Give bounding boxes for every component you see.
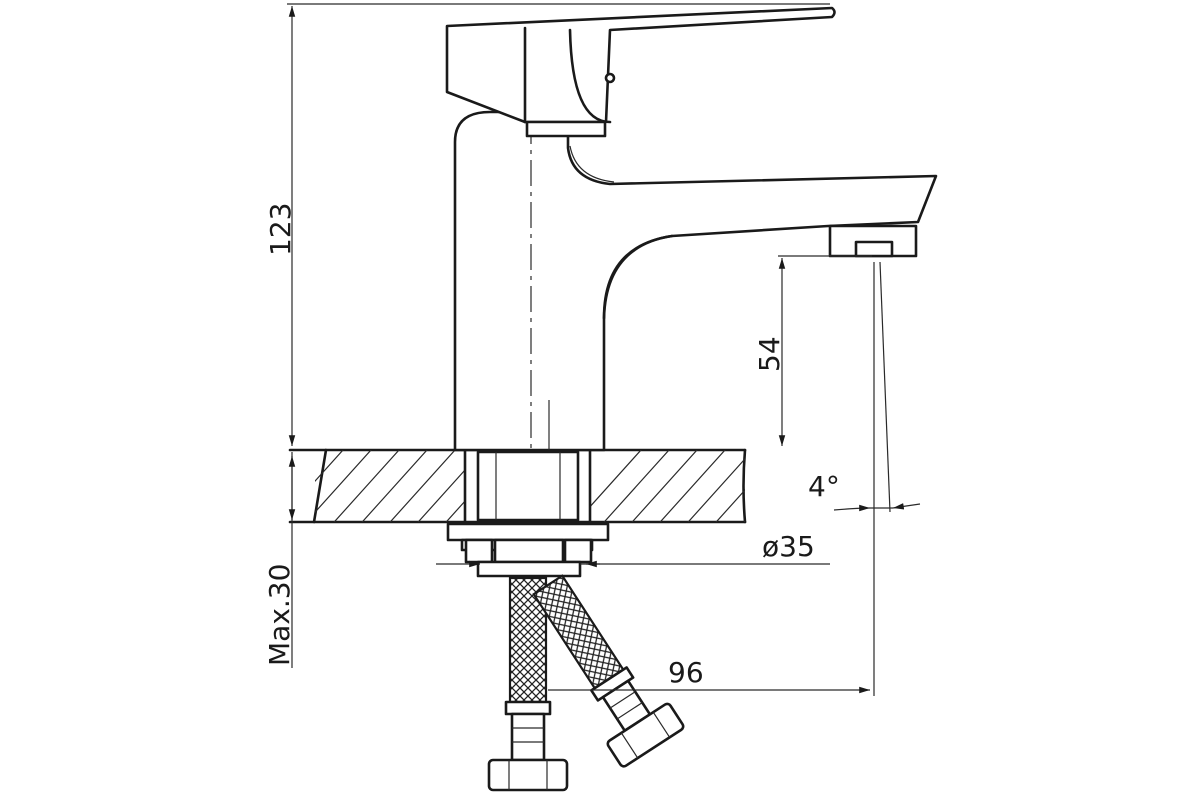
faucet-body	[453, 110, 938, 452]
supply-hose-angled	[532, 574, 685, 768]
dimension-spout-height: 54	[753, 255, 872, 446]
mounting-nut-assembly	[446, 522, 610, 578]
mounting-shank	[476, 450, 580, 522]
dimension-diameter: ø35	[436, 530, 830, 568]
slab-hatching-left	[315, 450, 465, 522]
dimension-label-diameter: ø35	[762, 530, 815, 563]
supply-hose-straight	[487, 576, 569, 792]
dimension-reach: 96	[548, 262, 875, 696]
slab-hatching-right	[590, 450, 745, 522]
dimension-label-total-height: 123	[264, 203, 297, 256]
dimension-angle: 4°	[808, 261, 921, 513]
dimension-label-max-thickness: Max.30	[263, 564, 296, 666]
dimension-label-reach: 96	[668, 656, 704, 689]
dimension-label-spout-height: 54	[753, 336, 786, 372]
dimension-max-thickness: Max.30	[263, 452, 296, 668]
lever-handle	[445, 6, 836, 138]
dimension-total-height: 123	[264, 3, 830, 446]
dimension-label-angle: 4°	[808, 470, 840, 503]
handle-screw-icon	[604, 72, 616, 84]
